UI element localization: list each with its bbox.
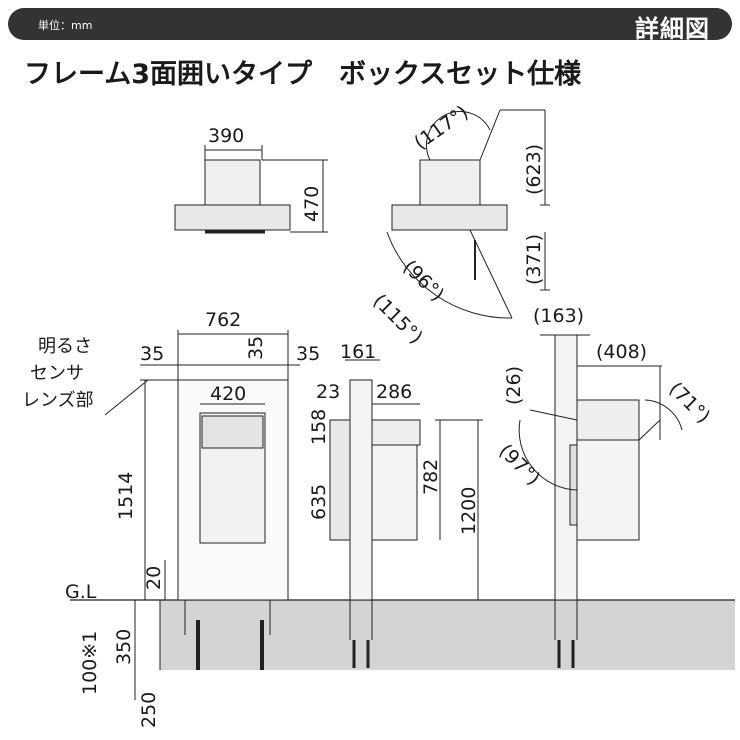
header-bar: 単位：mm 詳細図 [8, 8, 732, 43]
front-view [100, 330, 300, 700]
plan-view [174, 145, 328, 234]
frame-mid-label: 35 [245, 336, 267, 360]
plan-depth-label: 470 [301, 186, 323, 222]
page-title: フレーム3面囲いタイプ ボックスセット仕様 [24, 59, 582, 90]
overall-width-label: 762 [205, 309, 241, 331]
lid-height-label: (623) [523, 144, 545, 195]
top-depth-label: (163) [533, 305, 584, 327]
gl-label: G.L [65, 581, 97, 603]
right-box-depth-label: (408) [596, 341, 647, 363]
top-height-label: 158 [308, 409, 330, 445]
sensor-label-3: レンズ部 [22, 390, 94, 411]
frame-right-label: 35 [296, 343, 320, 365]
ground-band [160, 600, 735, 670]
side-view [329, 359, 483, 668]
box-width-label: 420 [210, 383, 246, 405]
gl-gap-label: 20 [143, 566, 165, 590]
right-view [518, 334, 683, 668]
angle-b-label: (115°) [368, 290, 426, 348]
detail-badge: 詳細図 [635, 15, 710, 43]
sensor-label-2: センサ [30, 363, 84, 384]
unit-label: 単位：mm [38, 19, 93, 32]
plan-width-label: 390 [208, 125, 244, 147]
box-offset-label: 23 [316, 381, 340, 403]
door-open-label: (26) [503, 366, 525, 405]
total-height-label: 1200 [458, 487, 480, 535]
height-label: 1514 [115, 472, 137, 520]
right-angle-a-label: (71°) [664, 378, 714, 428]
sensor-label-1: 明るさ [38, 336, 92, 357]
frame-left-label: 35 [140, 343, 164, 365]
lower-height-label: (371) [523, 234, 545, 285]
embed-label: 350 [113, 629, 135, 665]
side-open-view [386, 109, 550, 319]
embed-note-label: 100※1 [79, 631, 101, 695]
box-depth-label: 286 [376, 381, 412, 403]
mid-height-label: 782 [420, 459, 442, 495]
right-angle-b-label: (97°) [494, 440, 544, 490]
footing-label: 250 [138, 692, 160, 728]
angle-lid-label: (117°) [410, 101, 472, 154]
post-width-label: 161 [340, 341, 376, 363]
box-height-label: 635 [308, 484, 330, 520]
